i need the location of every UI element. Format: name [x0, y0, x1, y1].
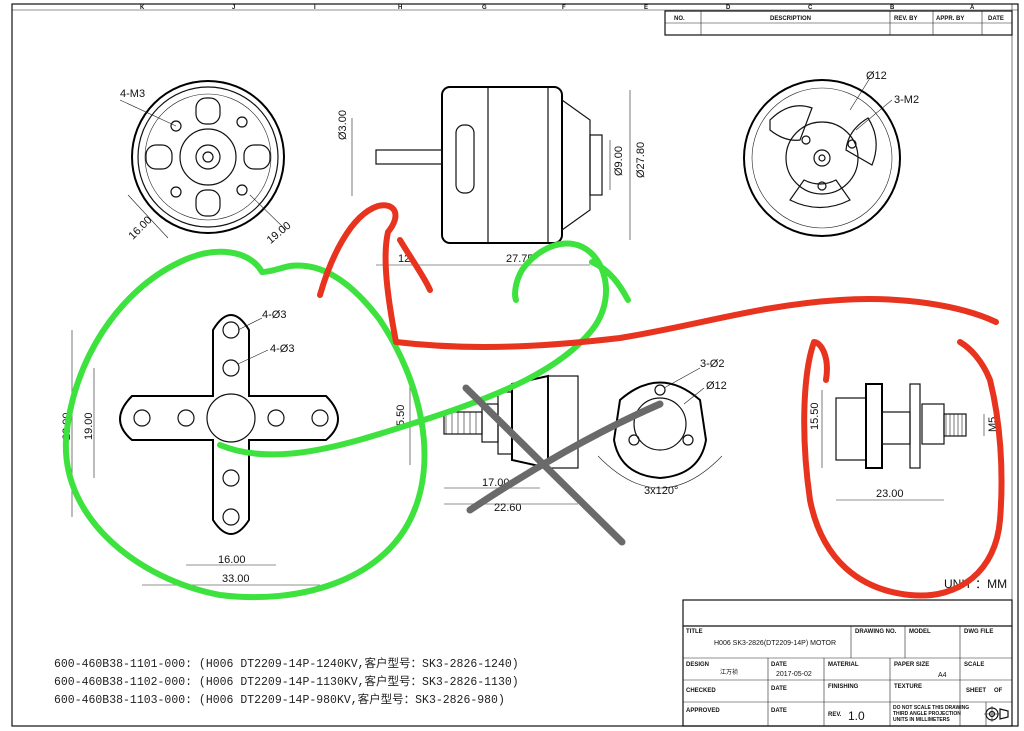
- tb-title-label: TITLE: [686, 629, 703, 635]
- dim-label: 4-Ø3: [262, 309, 286, 321]
- dim-label: 22.60: [494, 502, 522, 514]
- tb-rev-value: 1.0: [848, 709, 865, 723]
- rear-view: Ø12 3-M2: [743, 70, 919, 237]
- dim-label: Ø27.80: [635, 142, 647, 178]
- grid-letter: B: [890, 5, 895, 11]
- dim-label: 19.00: [83, 412, 95, 440]
- revision-table: NO. DESCRIPTION REV. BY APPR. BY DATE: [664, 10, 1013, 36]
- tb-design-value: 江万祯: [720, 668, 738, 676]
- marker-annotations: [62, 202, 1005, 601]
- tb-note: DO NOT SCALE THIS DRAWING: [893, 705, 969, 711]
- tb-texture-label: TEXTURE: [894, 684, 922, 690]
- tb-model-label: MODEL: [909, 629, 931, 635]
- dim-label: 16.00: [218, 554, 246, 566]
- tb-drawing-no-label: DRAWING NO.: [855, 629, 897, 635]
- grid-letter: H: [398, 5, 402, 11]
- grid-letter: A: [970, 5, 975, 11]
- tb-scale-label: SCALE: [964, 662, 984, 668]
- tb-dwg-file-label: DWG FILE: [964, 629, 993, 635]
- grid-letter: C: [808, 5, 813, 11]
- grid-letter: K: [140, 5, 145, 11]
- grid-letters: K J I H G F E D C B A: [140, 5, 975, 11]
- tb-finishing-label: FINISHING: [828, 684, 859, 690]
- tb-of-label: OF: [994, 688, 1003, 694]
- rev-header-description: DESCRIPTION: [770, 16, 811, 22]
- front-view: 4-M3 16.00 19.00: [119, 80, 293, 247]
- projection-symbol-icon: [984, 706, 1009, 722]
- tb-paper-size-value: A4: [938, 672, 947, 679]
- tb-note: THIRD ANGLE PROJECTION: [893, 711, 961, 717]
- dim-label: Ø3.00: [337, 110, 349, 140]
- dim-label: Ø9.00: [613, 146, 625, 176]
- grid-letter: I: [314, 5, 316, 11]
- dim-label: 3-Ø2: [700, 358, 724, 370]
- collet-view: 3-Ø2 Ø12 3x120°: [597, 358, 727, 497]
- tb-date-label: DATE: [771, 662, 787, 668]
- tb-checked-label: CHECKED: [686, 688, 716, 694]
- tb-paper-size-label: PAPER SIZE: [894, 662, 929, 668]
- dim-label: 4-Ø3: [270, 343, 294, 355]
- dim-label: Ø12: [866, 70, 887, 82]
- tb-rev-label: REV.: [828, 712, 842, 718]
- tb-sheet-label: SHEET: [966, 688, 986, 694]
- tb-approved-label: APPROVED: [686, 708, 720, 714]
- prop-adapter: 15.50 23.00 M5: [809, 383, 999, 501]
- part-number: 600-460B38-1101-000: (H006 DT2209-14P-12…: [54, 656, 519, 671]
- title-block: TITLE H006 SK3-2826(DT2209-14P) MOTOR DR…: [682, 599, 1013, 727]
- gray-marker-cross: [462, 384, 664, 546]
- part-number: 600-460B38-1102-000: (H006 DT2209-14P-11…: [54, 674, 519, 689]
- dim-label: 4-M3: [120, 88, 145, 100]
- tb-date-label: DATE: [771, 686, 787, 692]
- grid-letter: J: [232, 5, 235, 11]
- tb-title-value: H006 SK3-2826(DT2209-14P) MOTOR: [714, 640, 836, 647]
- dim-label: 33.00: [222, 573, 250, 585]
- part-number: 600-460B38-1103-000: (H006 DT2209-14P-98…: [54, 692, 505, 707]
- rev-header-no: NO.: [674, 16, 685, 22]
- dim-label: 5.50: [395, 405, 407, 426]
- dim-label: 3-M2: [894, 94, 919, 106]
- green-marker-loop: [62, 248, 428, 601]
- grid-letter: G: [482, 5, 487, 11]
- tb-design-label: DESIGN: [686, 662, 709, 668]
- tb-date-label: DATE: [771, 708, 787, 714]
- dim-label: 23.00: [876, 488, 904, 500]
- grid-letter: F: [562, 5, 566, 11]
- rev-header-date: DATE: [988, 16, 1004, 22]
- rev-header-rev-by: REV. BY: [894, 16, 917, 22]
- cross-mount: 4-Ø3 4-Ø3 19.00 16.00 33.00 23.00: [61, 309, 339, 586]
- rev-header-appr-by: APPR. BY: [936, 16, 964, 22]
- dim-label: 3x120°: [644, 485, 678, 497]
- tb-date-value: 2017-05-02: [776, 671, 812, 678]
- green-marker-arrow: [217, 240, 631, 458]
- tb-material-label: MATERIAL: [828, 662, 859, 668]
- grid-letter: E: [644, 5, 648, 11]
- red-marker-curve: [317, 202, 999, 350]
- tb-note: UNITS IN MILLIMETERS: [893, 717, 950, 723]
- grid-letter: D: [726, 5, 731, 11]
- side-view-motor: Ø3.00 Ø9.00 Ø27.80 12 27.75: [337, 86, 647, 266]
- part-number-list: 600-460B38-1101-000: (H006 DT2209-14P-12…: [54, 656, 519, 707]
- dim-label: 15.50: [809, 402, 821, 430]
- dim-label: 16.00: [127, 214, 155, 242]
- sheet-border: [11, 3, 1019, 727]
- red-marker-loop: [801, 339, 1005, 599]
- dim-label: Ø12: [706, 380, 727, 392]
